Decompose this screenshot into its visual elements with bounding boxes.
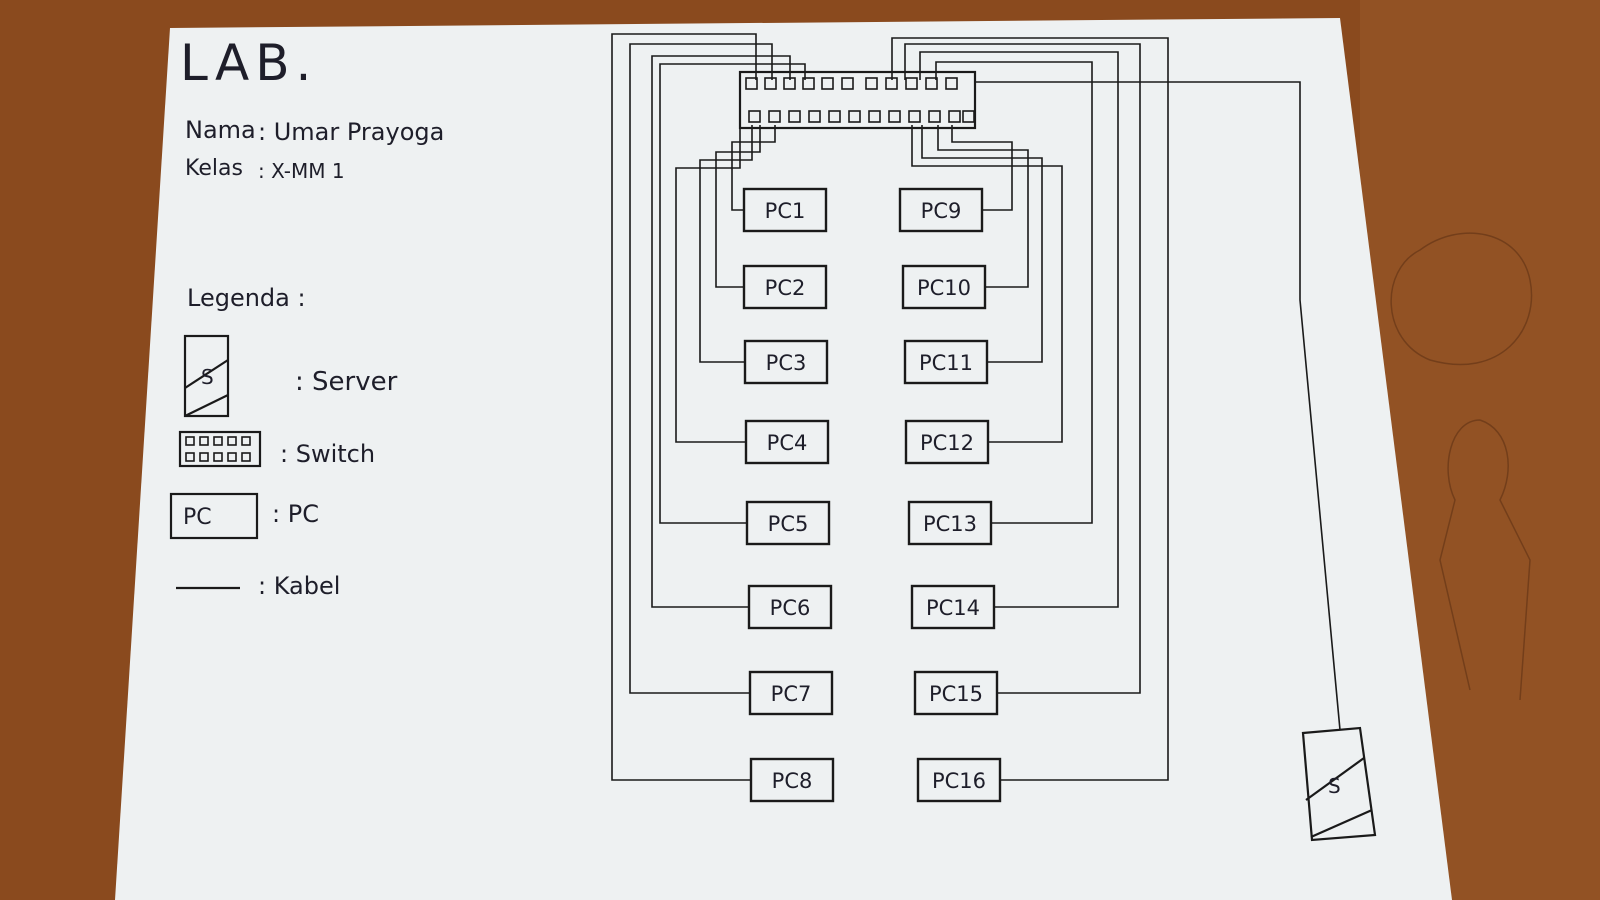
kelas-label: Kelas [185,156,243,181]
switch-port [908,110,921,123]
cable-pc2 [715,125,761,288]
legend-pc-icon: PC [169,492,259,540]
pc-node-pc15-label: PC15 [929,682,983,706]
pc-node-pc10: PC10 [901,264,987,310]
switch-port [888,110,901,123]
pc-node-pc3-label: PC3 [766,351,807,375]
pc-node-pc6: PC6 [747,584,833,630]
pc-node-pc1: PC1 [742,187,828,233]
cable-pc13 [935,61,1093,524]
server-glyph: S [1328,774,1341,798]
page-title: LAB. [180,34,317,92]
pc-node-pc6-label: PC6 [770,596,811,620]
server-node: S [1301,726,1377,842]
switch-port [768,110,781,123]
pc-node-pc7: PC7 [748,670,834,716]
switch-port [905,77,918,90]
pc-node-pc5-label: PC5 [768,512,809,536]
legend-server-label: : Server [295,367,398,397]
pc-node-pc11: PC11 [903,339,989,385]
cable-server [975,81,1341,731]
pc-node-pc14: PC14 [910,584,996,630]
pc-node-pc4-label: PC4 [767,431,808,455]
legend-switch-label: : Switch [280,440,375,468]
switch-port [764,77,777,90]
pc-node-pc2: PC2 [742,264,828,310]
pc-node-pc1-label: PC1 [765,199,806,223]
pc-node-pc5: PC5 [745,500,831,546]
legend-switch-icon [178,430,262,468]
pc-node-pc12: PC12 [904,419,990,465]
switch-port [802,77,815,90]
pc-node-pc15: PC15 [913,670,999,716]
cable-pc3 [699,125,753,363]
pc-node-pc7-label: PC7 [771,682,812,706]
switch-port [928,110,941,123]
pc-node-pc13: PC13 [907,500,993,546]
legend-heading: Legenda : [187,284,306,312]
pc-node-pc4: PC4 [744,419,830,465]
pc-node-pc11-label: PC11 [919,351,973,375]
cable-pc15 [904,43,1141,694]
switch-port [745,77,758,90]
switch-port [748,110,761,123]
switch-port [788,110,801,123]
pc-node-pc9-label: PC9 [921,199,962,223]
pc-node-pc3: PC3 [743,339,829,385]
cable-pc8 [611,33,757,781]
cable-pc7 [629,43,773,694]
switch-port [945,77,958,90]
switch-port [868,110,881,123]
cable-pc5 [659,63,806,524]
switch-port [821,77,834,90]
pc-node-pc9: PC9 [898,187,984,233]
pc-node-pc8: PC8 [749,757,835,803]
nama-value: : Umar Prayoga [258,118,444,146]
nama-label: Nama [185,116,256,144]
switch-port [948,110,961,123]
cable-pc14 [919,51,1119,608]
cables [611,33,1341,781]
switch-port [808,110,821,123]
switch-port [828,110,841,123]
legend-pc-glyph: PC [183,505,212,530]
network-switch [738,70,977,130]
legend-server-icon: S [183,334,230,418]
switch-port [841,77,854,90]
cable-pc12 [911,125,1063,443]
switch-port [865,77,878,90]
desk-doodle [1390,232,1533,701]
pc-node-pc12-label: PC12 [920,431,974,455]
switch-port [962,110,975,123]
cable-pc4 [675,125,746,443]
cable-pc9 [951,125,1013,211]
cable-pc10 [937,125,1029,288]
switch-port [848,110,861,123]
cable-pc16 [891,37,1169,781]
pc-node-pc16-label: PC16 [932,769,986,793]
switch-port [925,77,938,90]
pc-node-pc14-label: PC14 [926,596,980,620]
kelas-value: : X-MM 1 [258,159,345,183]
cable-pc11 [921,125,1043,363]
legend-pc-label: : PC [272,500,319,528]
pc-node-pc2-label: PC2 [765,276,806,300]
legend-cable-label: : Kabel [258,572,340,600]
legend-server-glyph: S [201,365,214,389]
pc-node-pc10-label: PC10 [917,276,971,300]
cable-pc6 [651,55,791,608]
pc-node-pc16: PC16 [916,757,1002,803]
cable-pc1 [731,125,776,211]
pc-node-pc13-label: PC13 [923,512,977,536]
pc-node-pc8-label: PC8 [772,769,813,793]
